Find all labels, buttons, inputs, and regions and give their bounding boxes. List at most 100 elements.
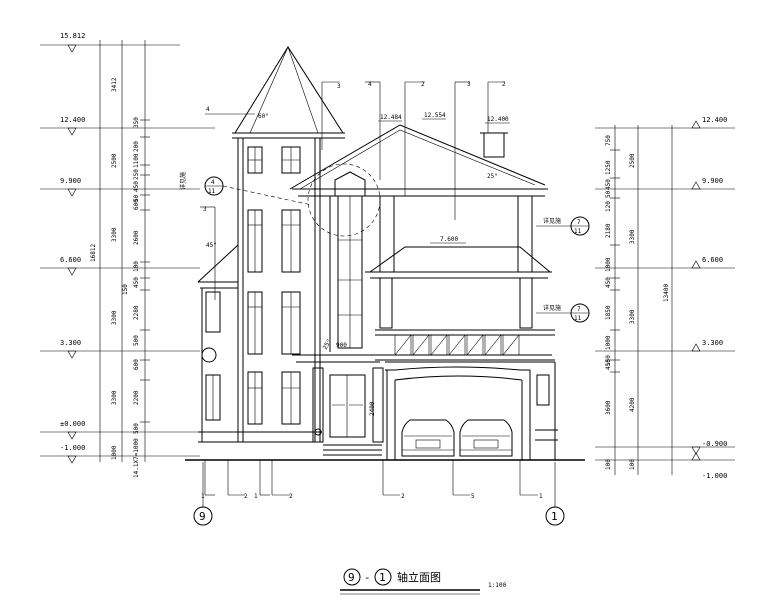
axis-bubble-1: 1: [545, 506, 565, 526]
dim-text: 600: [133, 199, 140, 210]
dim-text: 500: [133, 423, 140, 434]
dim-text: 50: [605, 190, 612, 198]
dim-text: 4200: [629, 397, 636, 412]
title-scale: 1:100: [488, 582, 506, 589]
slope-dim: 900: [336, 342, 347, 349]
svg-text:11: 11: [574, 228, 582, 235]
dim-text: 3300: [629, 309, 636, 324]
svg-text:详见施: 详见施: [179, 172, 187, 190]
dim-text: 3300: [111, 310, 118, 325]
angle-label: 25°: [487, 173, 498, 180]
level-label: -1.000: [702, 472, 727, 480]
material-tag: 3: [337, 83, 341, 90]
dim-text: 2280: [133, 305, 140, 320]
angle-label: 45°: [206, 242, 217, 249]
dim-text: 50: [133, 194, 140, 202]
svg-text:11: 11: [208, 188, 216, 195]
title-text: 轴立面图: [397, 570, 441, 584]
svg-text:详见施: 详见施: [543, 304, 561, 312]
level-label: ±0.000: [60, 420, 85, 428]
entry-door: [329, 374, 366, 438]
dim-text: 1000: [605, 335, 612, 350]
dim-text: 150: [605, 355, 612, 366]
dim-text: 1000: [605, 257, 612, 272]
dim-text: 2180: [605, 223, 612, 238]
level-label: 9.900: [702, 177, 723, 185]
bottom-tag: 2: [401, 493, 405, 500]
svg-text:7: 7: [577, 219, 581, 226]
left-dimension-chain: 15.812 12.400 9.900 6.600 3.300 ±0.000 -…: [40, 32, 215, 478]
dim-text: 120: [605, 201, 612, 212]
material-tag: 2: [421, 81, 425, 88]
level-label: 15.812: [60, 32, 85, 40]
dim-text: 200: [133, 141, 140, 152]
dim-text: 1000: [111, 445, 118, 460]
dim-text: 3300: [111, 227, 118, 242]
svg-text:4: 4: [211, 179, 215, 186]
dim-text: 16812: [90, 244, 97, 262]
dim-text: 2200: [133, 390, 140, 405]
level-label: 9.900: [60, 177, 81, 185]
dim-text: 500: [133, 335, 140, 346]
tower-spire: [234, 46, 344, 134]
dim-text: 2500: [111, 153, 118, 168]
dim-text: 14.1X7=1000: [133, 438, 140, 478]
dim-text: 450: [605, 277, 612, 288]
level-label: 6.600: [702, 256, 723, 264]
svg-text:9: 9: [199, 510, 206, 523]
level-label: 12.400: [60, 116, 85, 124]
dim-text: 450: [133, 181, 140, 192]
dim-text: 100: [133, 261, 140, 272]
dim-text: 100: [629, 459, 636, 470]
axis-bubble-9: 9: [193, 506, 213, 526]
svg-text:详见施: 详见施: [543, 217, 561, 225]
dim-text: 350: [133, 117, 140, 128]
callout-7-11-upper: 7 11 详见施: [536, 216, 590, 236]
material-tag: 3: [203, 206, 207, 213]
elev-label: 7.600: [440, 236, 458, 243]
dim-text: 3412: [111, 77, 118, 92]
dim-text: 2600: [133, 230, 140, 245]
material-tag: 3: [467, 81, 471, 88]
dim-text: 600: [133, 359, 140, 370]
garage-arch: [385, 366, 530, 371]
level-label: 6.600: [60, 256, 81, 264]
dim-text: 3600: [605, 400, 612, 415]
dim-text: 3300: [111, 390, 118, 405]
building-elevation: [185, 46, 585, 461]
dim-text: 450: [133, 277, 140, 288]
level-label: 12.400: [702, 116, 727, 124]
bottom-tag: 2: [289, 493, 293, 500]
dim-text: 1250: [605, 160, 612, 175]
angle-label: 60°: [258, 113, 269, 120]
svg-text:1: 1: [551, 510, 558, 523]
door-dim: 2400: [369, 401, 376, 416]
balcony-railing: [394, 334, 520, 356]
title-right-axis: 1: [379, 571, 386, 584]
svg-text:7: 7: [577, 306, 581, 313]
title-dash: -: [364, 571, 371, 584]
callout-7-11-lower: 7 11 详见施: [536, 303, 590, 323]
dim-text: 250: [133, 169, 140, 180]
car-right: [459, 419, 513, 457]
elev-label: 12.554: [424, 112, 446, 119]
level-label: -0.900: [702, 440, 727, 448]
car-left: [401, 419, 455, 457]
dim-text: 13400: [663, 284, 670, 302]
callout-4-11: 4 11 详见施: [179, 172, 313, 206]
bottom-tag: 1: [254, 493, 258, 500]
svg-text:11: 11: [574, 315, 582, 322]
bottom-tag: 1: [539, 493, 543, 500]
angle-label: 25°: [322, 338, 333, 351]
annotations: 12.484 12.554 12.400 7.600 3 4 2 3 2 4 3…: [179, 81, 590, 526]
drawing-title: 9 - 1 轴立面图 1:100: [340, 568, 506, 595]
material-tag: 4: [368, 81, 372, 88]
dim-text: 3300: [629, 229, 636, 244]
dim-text: 1850: [605, 305, 612, 320]
material-tag: 4: [206, 106, 210, 113]
right-dimension-chain: 12.400 9.900 6.600 3.300 -0.900 -1.000 7…: [595, 116, 735, 480]
elev-label: 12.400: [487, 116, 509, 123]
material-tag: 2: [502, 81, 506, 88]
